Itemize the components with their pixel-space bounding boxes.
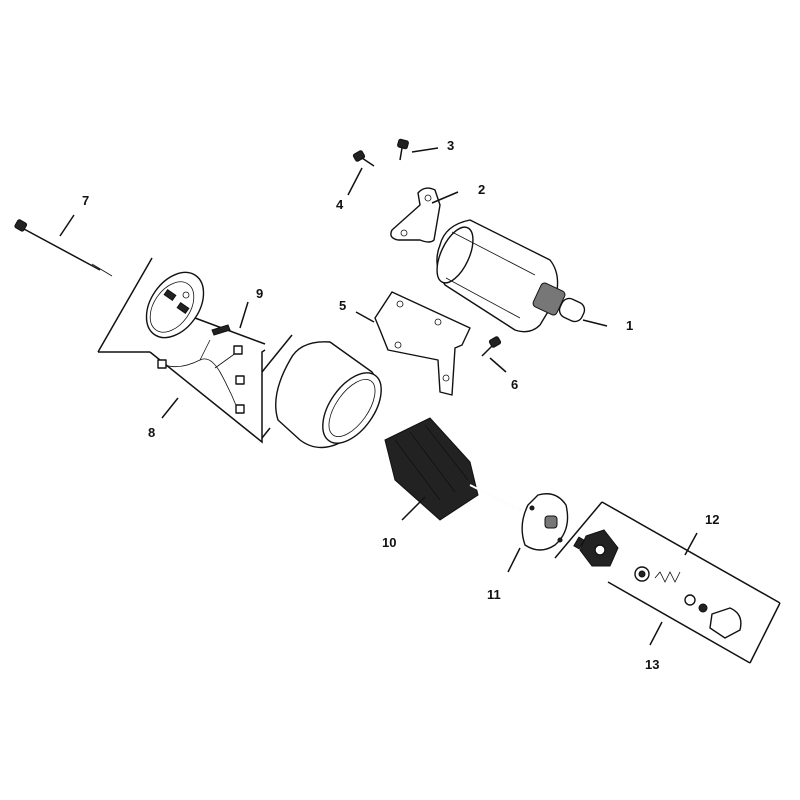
- leader-lines: [59, 147, 698, 646]
- armature-part-10: [384, 417, 521, 521]
- callout-13: 13: [645, 657, 659, 672]
- screw-part-4: [352, 150, 375, 167]
- bracket-part-2: [390, 187, 441, 243]
- callout-7: 7: [82, 193, 89, 208]
- screw-part-6: [481, 336, 502, 357]
- brush-spring: [211, 324, 231, 336]
- callout-8: 8: [148, 425, 155, 440]
- callout-6: 6: [511, 377, 518, 392]
- callout-4: 4: [336, 197, 344, 212]
- through-bolt-part-7: [14, 219, 113, 277]
- callout-5: 5: [339, 298, 346, 313]
- end-cap-brush-group: [97, 257, 266, 444]
- drive-kit-group: [554, 501, 781, 664]
- pinion-gear: [573, 529, 619, 567]
- drive-end-plate-part-11: [521, 493, 569, 551]
- drive-spring-parts: [634, 566, 742, 639]
- callout-1: 1: [626, 318, 633, 333]
- callout-labels: 1 2 3 4 5 6 7 8 9 10 11 12 13: [82, 138, 719, 672]
- callout-3: 3: [447, 138, 454, 153]
- callout-2: 2: [478, 182, 485, 197]
- mounting-bracket-part-5: [374, 291, 471, 396]
- callout-10: 10: [382, 535, 396, 550]
- end-cap: [145, 271, 205, 339]
- starter-motor-part-1: [436, 219, 586, 333]
- brush-wire-harness: [157, 339, 245, 414]
- callout-12: 12: [705, 512, 719, 527]
- callout-9: 9: [256, 286, 263, 301]
- callout-11: 11: [487, 587, 501, 602]
- motor-frame-housing: [261, 334, 382, 449]
- drive-gear: [532, 282, 586, 323]
- screw-part-3: [397, 138, 409, 161]
